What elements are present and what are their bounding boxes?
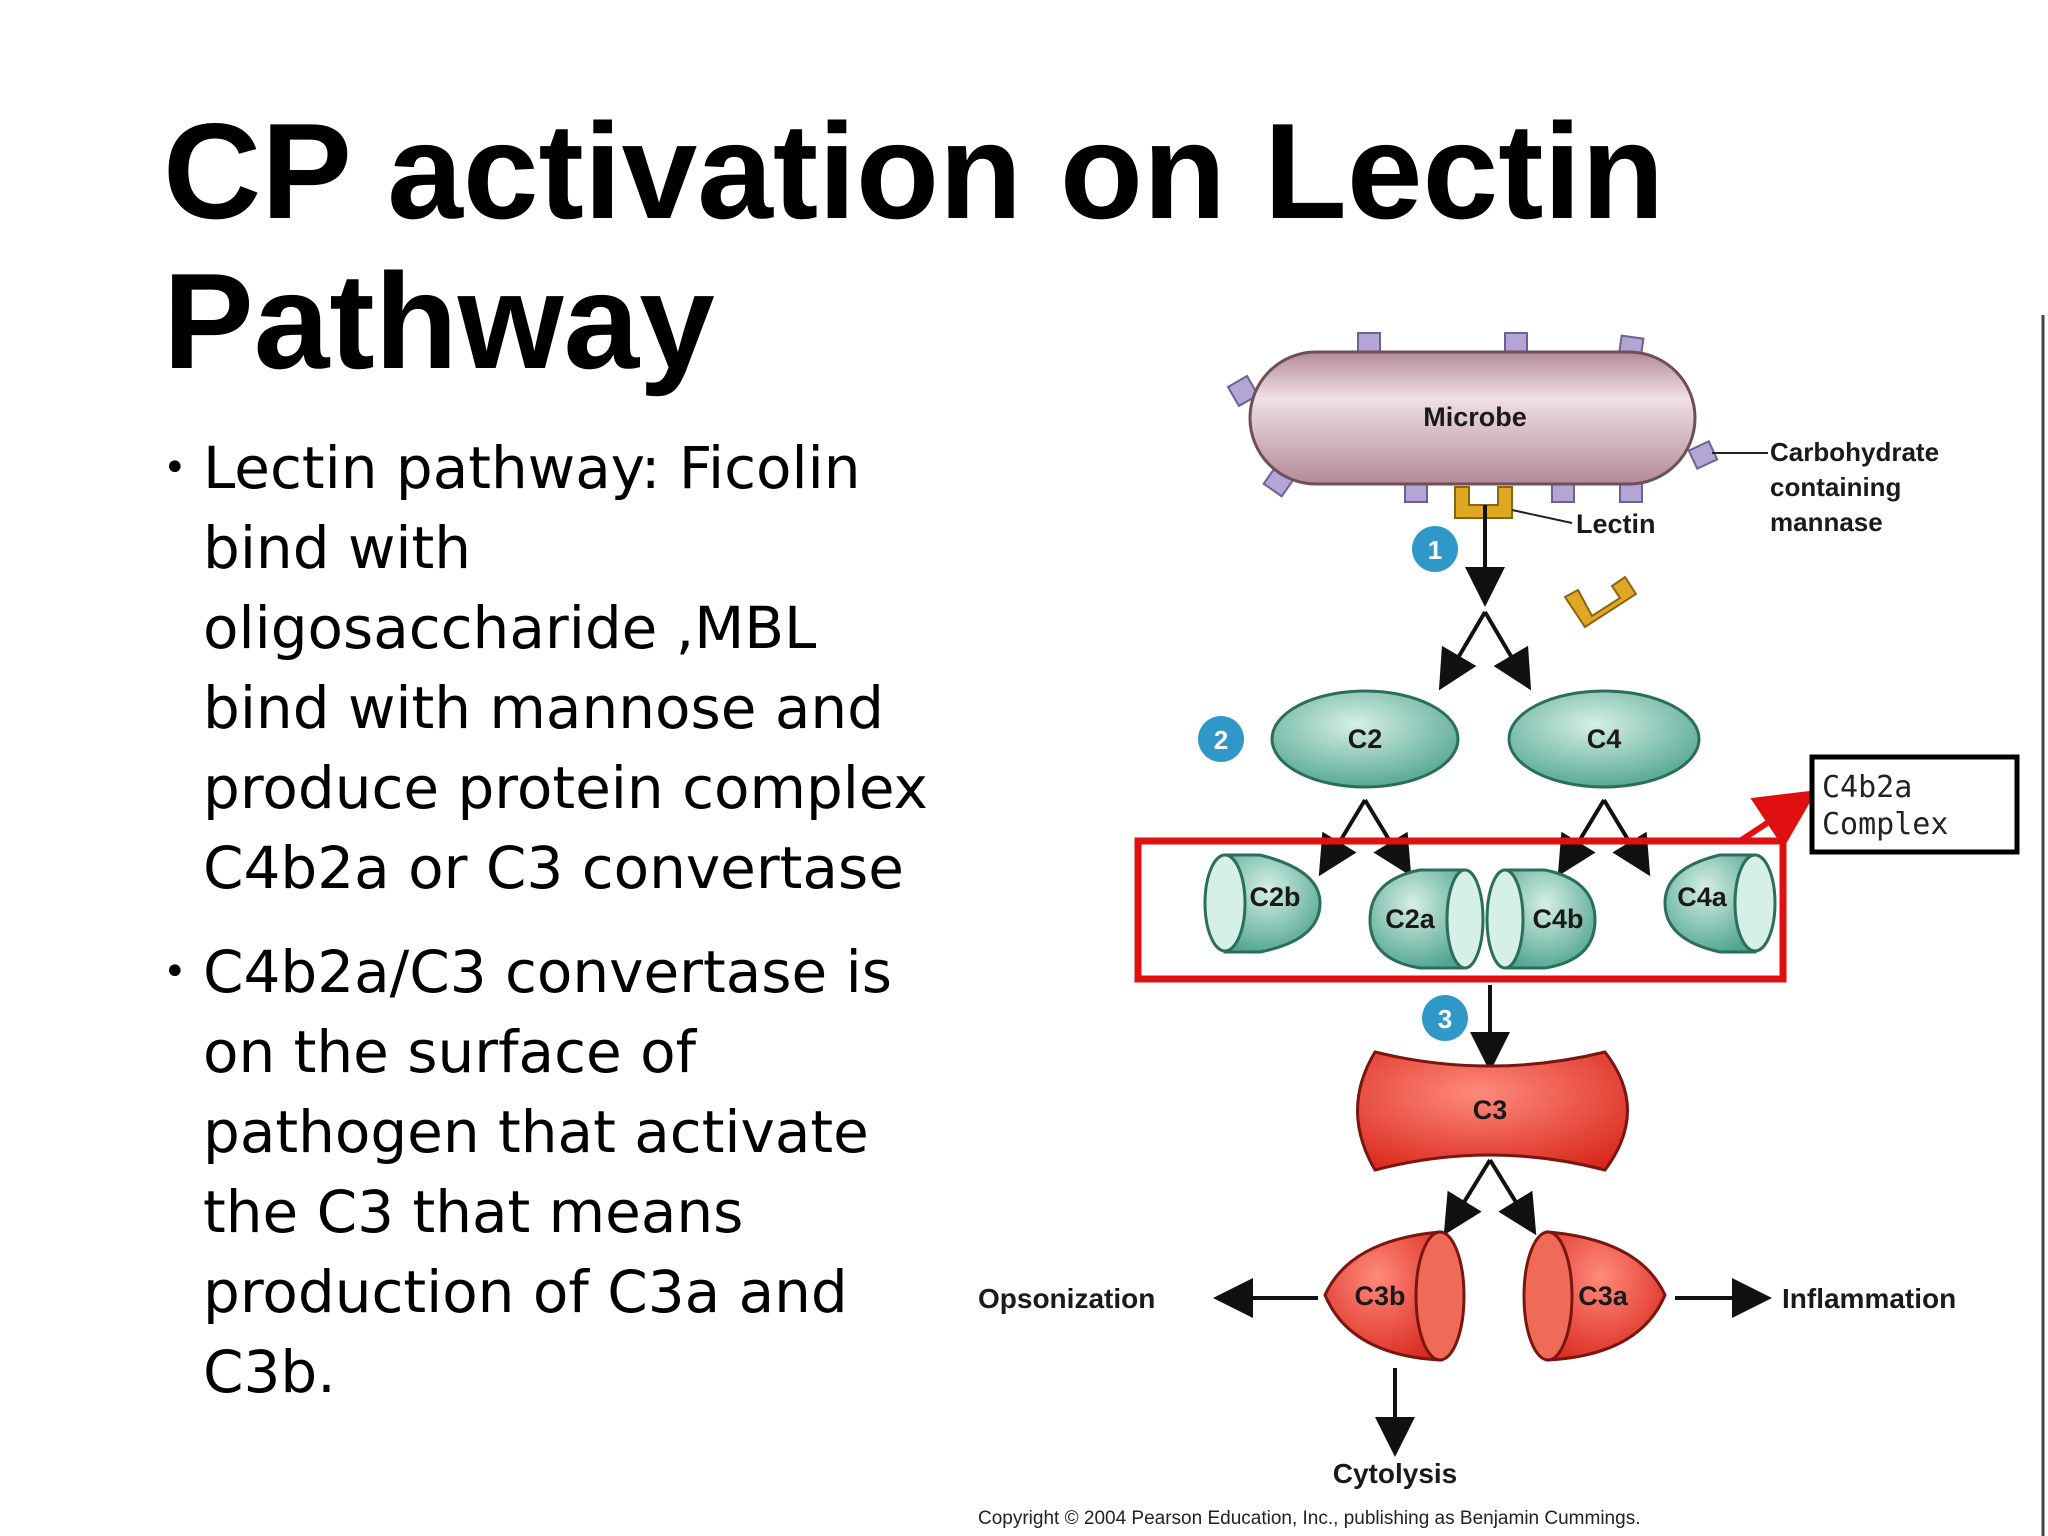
receptor-group <box>1226 332 1719 503</box>
arrow-c4-left <box>1557 798 1606 877</box>
c3b-fragment <box>1323 1230 1466 1362</box>
complex-label-line-2: Complex <box>1822 807 1948 842</box>
copyright-text: Copyright © 2004 Pearson Education, Inc.… <box>978 1508 1640 1529</box>
c4-label: C4 <box>1587 724 1622 754</box>
complex-pointer-arrow <box>1738 790 1818 849</box>
bullet-text: Lectin pathway: Ficolin bind with oligos… <box>203 434 928 902</box>
lectin-free-shape <box>1563 575 1638 629</box>
carbohydrate-label-line-3: mannase <box>1770 507 1883 537</box>
c2a-fragment <box>1368 868 1485 970</box>
c2b-fragment <box>1203 853 1322 954</box>
lectin-label: Lectin <box>1576 509 1656 539</box>
step-1-number: 1 <box>1428 535 1442 565</box>
arrow-c3-left <box>1443 1158 1492 1236</box>
inflammation-label: Inflammation <box>1782 1283 1956 1314</box>
complex-label-box <box>1809 754 2020 855</box>
c4b-label: C4b <box>1532 904 1583 934</box>
bullet-item: • C4b2a/C3 convertase is on the surface … <box>163 932 943 1412</box>
lectin-pathway-diagram: Microbe Carbohydrate containing mannase … <box>978 315 2045 1536</box>
c2b-label: C2b <box>1249 882 1300 912</box>
arrow-split-left <box>1438 610 1487 691</box>
arrow-c2-right <box>1363 798 1412 877</box>
carbohydrate-label-line-1: Carbohydrate <box>1770 437 1939 467</box>
arrow-split-right <box>1483 610 1532 691</box>
c2-label: C2 <box>1348 724 1383 754</box>
bullet-dot-icon: • <box>163 949 187 995</box>
cytolysis-label: Cytolysis <box>1333 1458 1458 1489</box>
lectin-bound-shape <box>1454 486 1513 519</box>
c3b-label: C3b <box>1354 1281 1405 1311</box>
arrow-c3-right <box>1488 1158 1537 1236</box>
complex-label-line-1: C4b2a <box>1822 770 1912 805</box>
bullet-list: • Lectin pathway: Ficolin bind with olig… <box>163 428 943 1436</box>
arrow-c2-left <box>1318 798 1367 877</box>
carbohydrate-label-line-2: containing <box>1770 472 1901 502</box>
c2a-label: C2a <box>1385 904 1436 934</box>
step-3-number: 3 <box>1438 1004 1452 1034</box>
c4-protein <box>1507 689 1701 789</box>
c3a-fragment <box>1522 1230 1667 1362</box>
microbe-label: Microbe <box>1423 402 1527 432</box>
step-1-badge <box>1412 526 1458 572</box>
bullet-item: • Lectin pathway: Ficolin bind with olig… <box>163 428 943 908</box>
c3a-label: C3a <box>1578 1281 1629 1311</box>
slide-title: CP activation on Lectin Pathway <box>163 95 1665 397</box>
bullet-dot-icon: • <box>163 445 187 491</box>
c4b2a-highlight-box <box>1134 837 1787 983</box>
lectin-leader-line <box>1511 509 1573 524</box>
c3-label: C3 <box>1473 1095 1508 1125</box>
step-2-badge <box>1198 716 1244 762</box>
c2-protein <box>1270 689 1460 789</box>
c3-protein <box>1356 1050 1629 1172</box>
c4b-fragment <box>1485 868 1597 970</box>
opsonization-label: Opsonization <box>978 1283 1155 1314</box>
bullet-text: C4b2a/C3 convertase is on the surface of… <box>203 938 892 1406</box>
c4a-fragment <box>1663 853 1777 954</box>
step-3-badge <box>1422 995 1468 1041</box>
arrow-c4-right <box>1602 798 1651 877</box>
step-2-number: 2 <box>1214 725 1228 755</box>
microbe-cell <box>1248 350 1697 486</box>
c4a-label: C4a <box>1677 882 1728 912</box>
